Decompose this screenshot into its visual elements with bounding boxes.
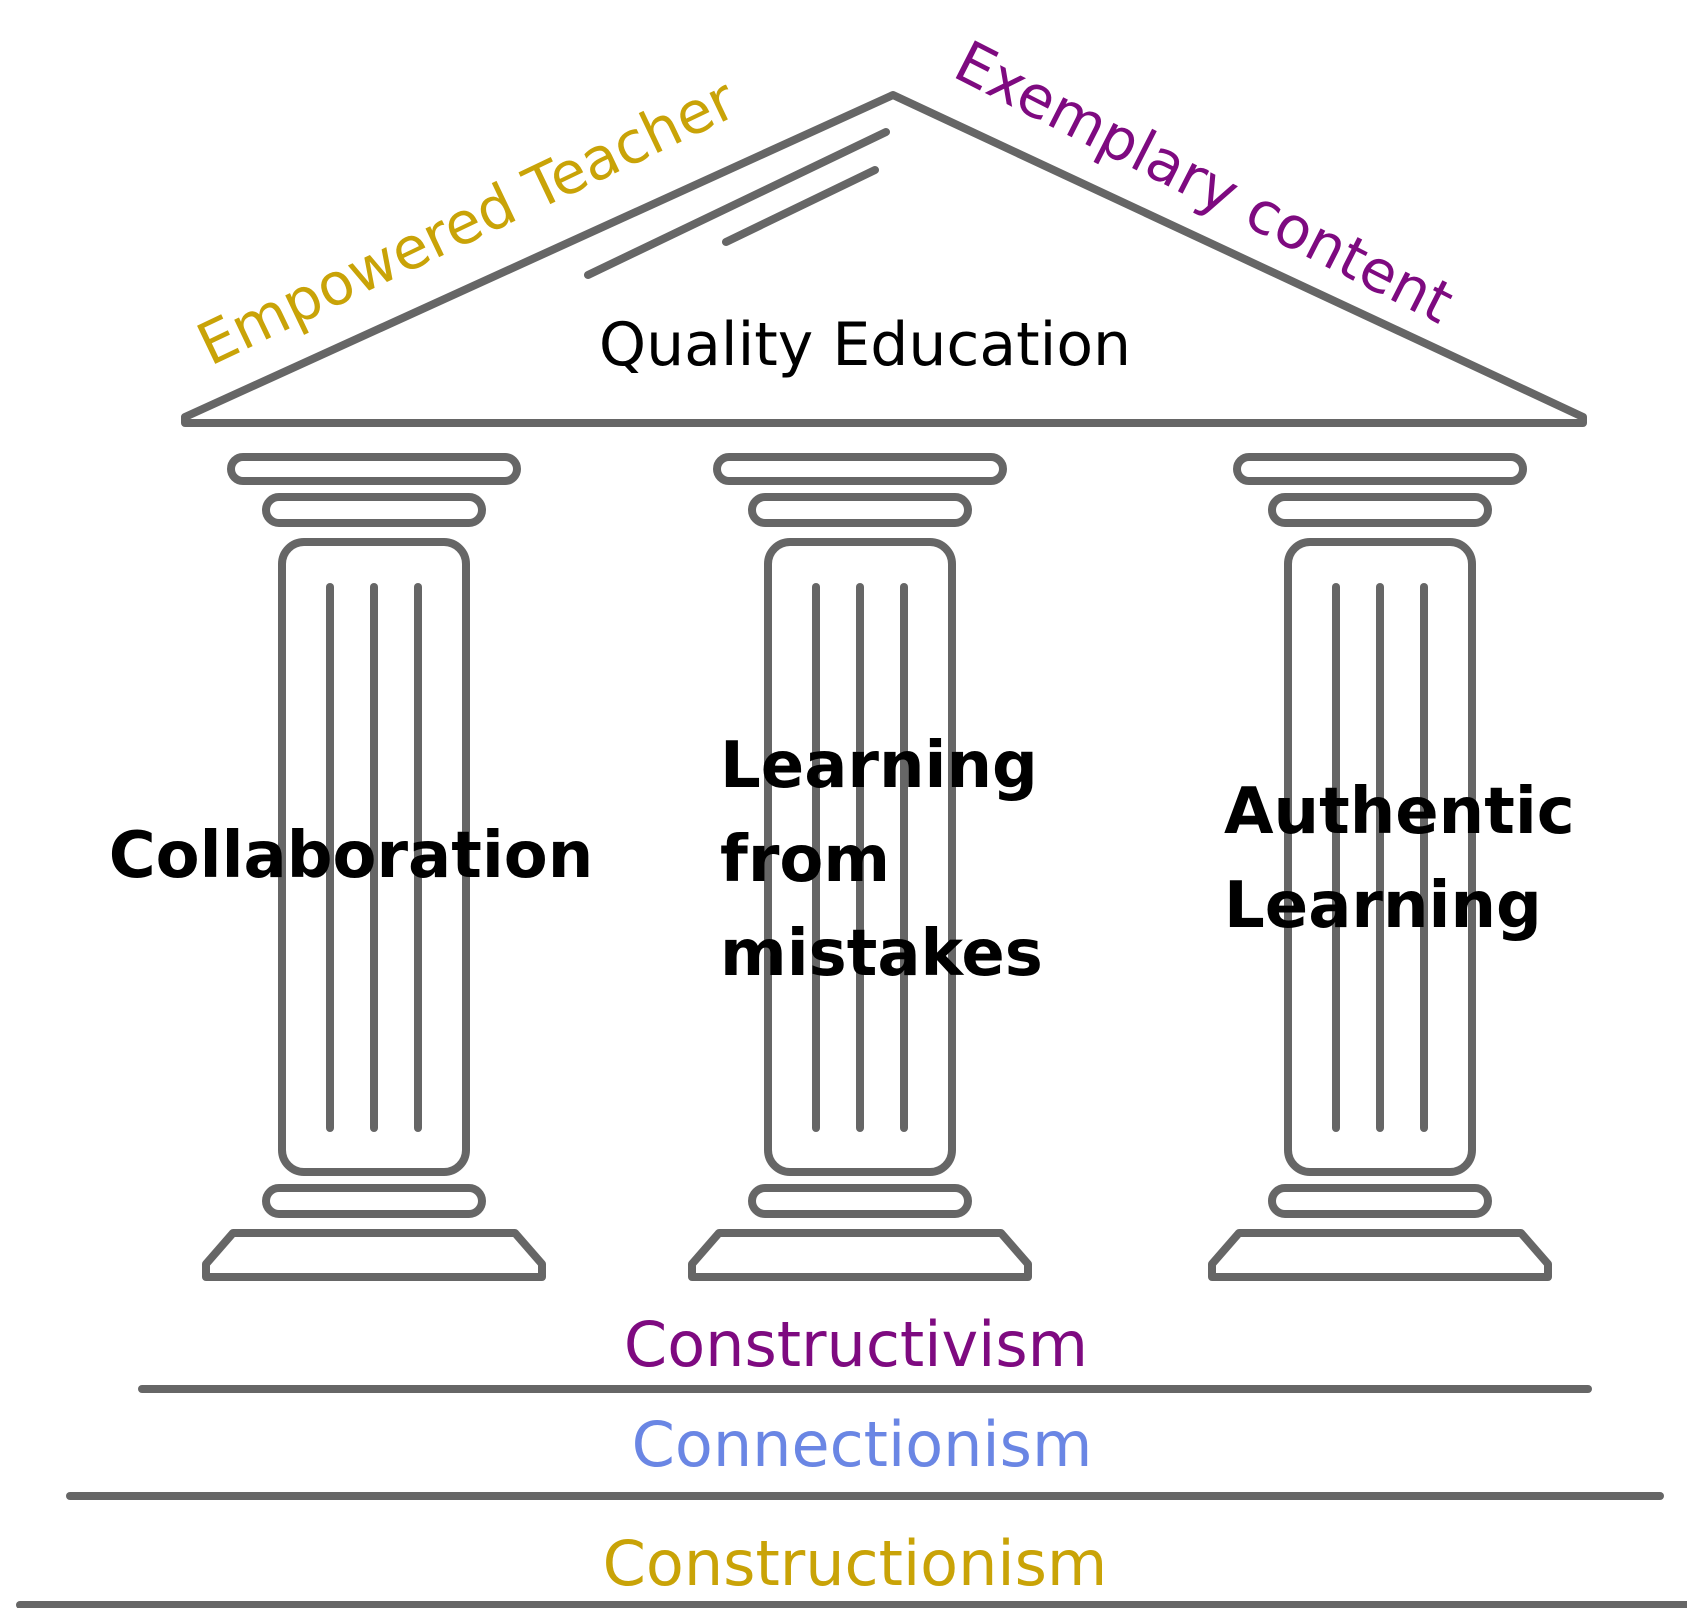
roof-title: Quality Education — [599, 310, 1131, 380]
pillar-authentic-learning: Authentic Learning — [1208, 453, 1597, 1281]
pillar-label-line: Learning — [1224, 869, 1542, 943]
pillar-base-ring — [748, 1184, 972, 1218]
pillar-base-ring — [1268, 1184, 1492, 1218]
roof-accent-line-2 — [722, 166, 879, 246]
pillar-plinth — [1208, 1229, 1552, 1281]
foundation-label-connectionism: Connectionism — [632, 1408, 1093, 1481]
pillar-base-ring — [262, 1184, 486, 1218]
pillar-label-line: Learning — [720, 729, 1038, 803]
pillar-label-line: mistakes — [720, 917, 1043, 991]
pillar-plinth — [688, 1229, 1032, 1281]
pillar-capital-bottom — [748, 493, 972, 527]
pillar-collaboration: Collaboration — [109, 453, 594, 1281]
pillar-capital-top — [227, 453, 521, 485]
foundation-label-constructionism: Constructionism — [603, 1527, 1108, 1600]
roof-accent-line-1 — [584, 128, 890, 279]
pillar-capital-bottom — [262, 493, 486, 527]
pillar-capital-bottom — [1268, 493, 1492, 527]
foundations: Constructivism Connectionism Constructio… — [16, 1308, 1687, 1608]
pillar-label-line: from — [720, 823, 890, 897]
pillar-capital-top — [1233, 453, 1527, 485]
pillar-label-learning-from-mistakes: Learning from mistakes — [720, 729, 1060, 991]
foundation-label-constructivism: Constructivism — [624, 1308, 1088, 1381]
pillar-label-authentic-learning: Authentic Learning — [1224, 775, 1597, 943]
pillar-label-line: Collaboration — [109, 819, 594, 893]
pillar-label-collaboration: Collaboration — [109, 819, 594, 893]
pillar-plinth — [202, 1229, 546, 1281]
pillar-learning-from-mistakes: Learning from mistakes — [688, 453, 1060, 1281]
pillar-capital-top — [713, 453, 1007, 485]
pillar-label-line: Authentic — [1224, 775, 1575, 849]
roof: Quality Education Empowered Teacher Exem… — [181, 27, 1587, 427]
roof-pediment — [181, 91, 1587, 427]
